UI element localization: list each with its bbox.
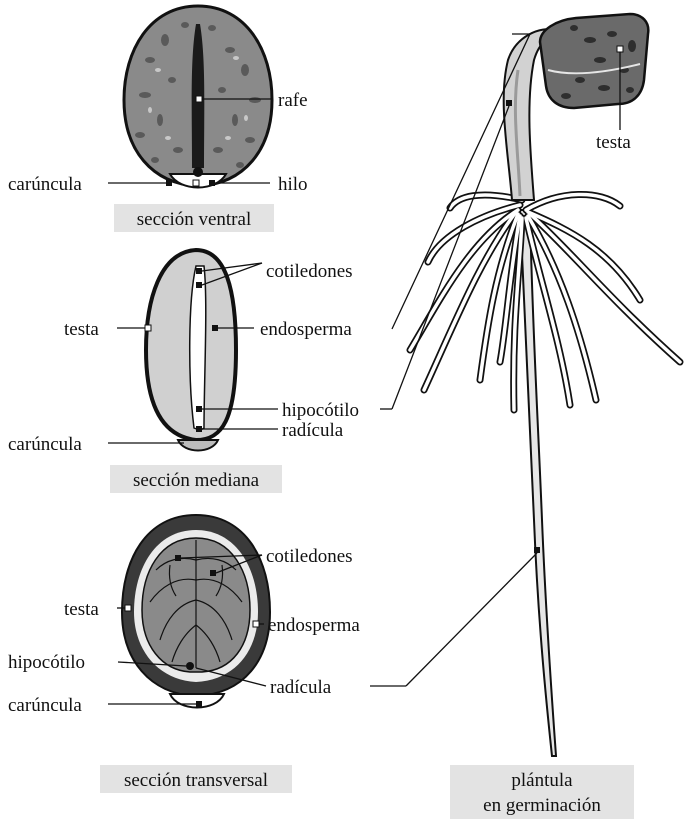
label-cotiledones-transversal: cotiledones — [266, 546, 353, 567]
caption-plantula-line2: en germinación — [483, 795, 601, 816]
seedling — [410, 14, 680, 756]
label-testa-transversal: testa — [64, 599, 99, 620]
transverse-seed — [122, 515, 270, 708]
label-testa-plantula: testa — [596, 132, 631, 153]
label-caruncula-transversal: carúncula — [8, 695, 82, 716]
label-endosperma-transversal: endosperma — [268, 615, 360, 636]
caption-mediana: sección mediana — [133, 470, 260, 491]
label-endosperma-mediana: endosperma — [260, 319, 352, 340]
label-caruncula-ventral: carúncula — [8, 174, 82, 195]
label-cotiledones-mediana: cotiledones — [266, 261, 353, 282]
median-seed — [146, 250, 236, 451]
label-caruncula-mediana: carúncula — [8, 434, 82, 455]
label-rafe: rafe — [278, 90, 308, 111]
label-testa-mediana: testa — [64, 319, 99, 340]
label-hipocotilo-transversal: hipocótilo — [8, 652, 85, 673]
caption-plantula-line1: plántula — [511, 770, 573, 791]
label-radicula-mediana: radícula — [282, 420, 344, 441]
caption-ventral: sección ventral — [137, 209, 251, 230]
label-hilo: hilo — [278, 174, 308, 195]
caption-transversal: sección transversal — [124, 770, 268, 791]
label-hipocotilo-mediana: hipocótilo — [282, 400, 359, 421]
label-radicula-transversal: radícula — [270, 677, 332, 698]
